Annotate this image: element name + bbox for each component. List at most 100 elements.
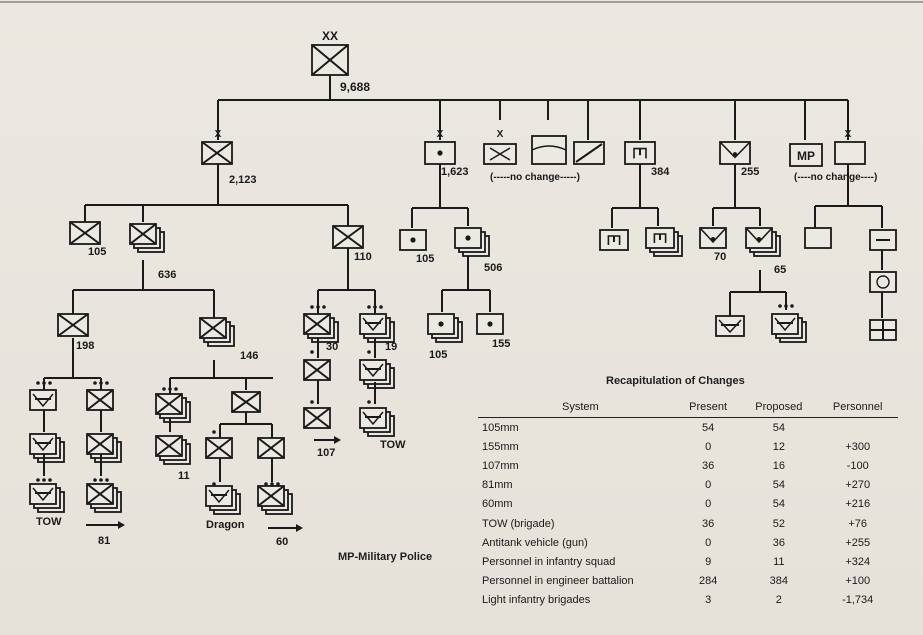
echelon-mark: X [437, 129, 444, 140]
size-dot [784, 304, 788, 308]
mp-unit-icon [789, 143, 823, 167]
division-echelon: XX [322, 29, 338, 43]
unit-65: 65 [774, 264, 787, 276]
support-mark [699, 227, 727, 244]
mp-symbol: MP [797, 149, 815, 163]
unit-155: 155 [492, 338, 511, 350]
cross-line [57, 313, 89, 337]
recap-cell-system: Antitank vehicle (gun) [482, 536, 588, 549]
recap-cell-personnel: +270 [845, 479, 871, 492]
signal-mark [575, 143, 603, 163]
recap-row: 155mm 0 12 +300 [478, 437, 898, 456]
size-dot [99, 381, 103, 385]
unit-107: 107 [317, 447, 336, 459]
size-dot [42, 478, 46, 482]
medical-mark [531, 145, 567, 151]
support-dot [757, 237, 761, 241]
size-dot [270, 482, 274, 486]
recap-cell-present: 3 [705, 594, 712, 607]
size-dot [276, 482, 280, 486]
cross-line [303, 313, 331, 335]
cross-line [155, 435, 183, 457]
recap-title: Recapitulation of Changes [606, 375, 745, 387]
unit-506: 506 [484, 262, 503, 274]
recap-cell-personnel: -100 [846, 459, 869, 472]
recap-cell-system: Personnel in infantry squad [482, 555, 616, 568]
cross-line [205, 437, 233, 459]
recap-cell-proposed: 54 [772, 479, 785, 492]
no-change-note-2: (----no change----) [794, 172, 878, 183]
artillery-dot [465, 235, 471, 241]
support-mark [745, 227, 773, 244]
unit-110: 110 [354, 251, 372, 263]
recap-cell-present: 9 [705, 555, 712, 568]
recap-cell-present: 0 [705, 498, 712, 511]
recap-cell-system: 60mm [482, 498, 513, 511]
size-dot [379, 305, 383, 309]
size-dot [310, 400, 314, 404]
size-dot [322, 305, 326, 309]
size-dot [93, 381, 97, 385]
tow-label-left: TOW [36, 516, 62, 528]
size-dot [310, 350, 314, 354]
recap-header-row: System Present Proposed Personnel [478, 399, 898, 418]
recap-cell-system: Light infantry brigades [482, 594, 591, 607]
recap-cell-present: 0 [705, 536, 712, 549]
recap-cell-proposed: 12 [772, 440, 785, 453]
artillery-dot [438, 321, 444, 327]
recap-cell-proposed: 52 [772, 517, 785, 530]
cross-line [129, 223, 157, 245]
unit-70: 70 [714, 251, 727, 263]
brigade-strength: 2,123 [229, 174, 257, 186]
recap-cell-proposed: 384 [769, 575, 789, 588]
unit-30: 30 [326, 341, 339, 353]
cross-line [332, 225, 364, 249]
recap-header-present: Present [676, 399, 741, 418]
recap-cell-system: TOW (brigade) [482, 517, 555, 530]
cross-line [201, 141, 233, 165]
size-dot [48, 478, 52, 482]
size-dot [316, 305, 320, 309]
tow-label-right: TOW [380, 439, 406, 451]
mp-group-icon [834, 141, 866, 165]
size-dot [367, 305, 371, 309]
echelon-mark: X [497, 129, 504, 140]
size-dot [36, 381, 40, 385]
recap-cell-present: 0 [705, 479, 712, 492]
recap-cell-personnel: +300 [845, 440, 871, 453]
recap-header-proposed: Proposed [740, 399, 818, 418]
wheel-mark [876, 275, 890, 289]
cross-line [303, 407, 331, 429]
arrow-head [118, 521, 125, 529]
size-dot [99, 478, 103, 482]
recap-cell-personnel: +216 [845, 498, 871, 511]
recap-cell-proposed: 36 [772, 536, 785, 549]
no-change-note-1: (-----no change-----) [490, 172, 580, 183]
unit-19: 19 [385, 341, 398, 353]
cross-line [86, 389, 114, 411]
support-mark [719, 141, 751, 159]
recap-cell-system: 155mm [482, 440, 519, 453]
medical-unit-icon [531, 135, 567, 165]
size-dot [310, 305, 314, 309]
recap-cell-present: 36 [702, 517, 715, 530]
bridge-mark [498, 147, 511, 161]
size-dot [42, 381, 46, 385]
echelon-mark: X [215, 129, 222, 140]
unit-636: 636 [158, 269, 177, 281]
recap-cell-system: 107mm [482, 459, 519, 472]
recap-cell-present: 284 [698, 575, 718, 588]
cross-line [257, 485, 285, 507]
support-dot [711, 237, 715, 241]
unit-105-a: 105 [88, 246, 107, 258]
recap-cell-present: 0 [705, 440, 712, 453]
recap-cell-proposed: 16 [772, 459, 785, 472]
size-dot [162, 387, 166, 391]
size-dot [212, 430, 216, 434]
size-dot [48, 381, 52, 385]
